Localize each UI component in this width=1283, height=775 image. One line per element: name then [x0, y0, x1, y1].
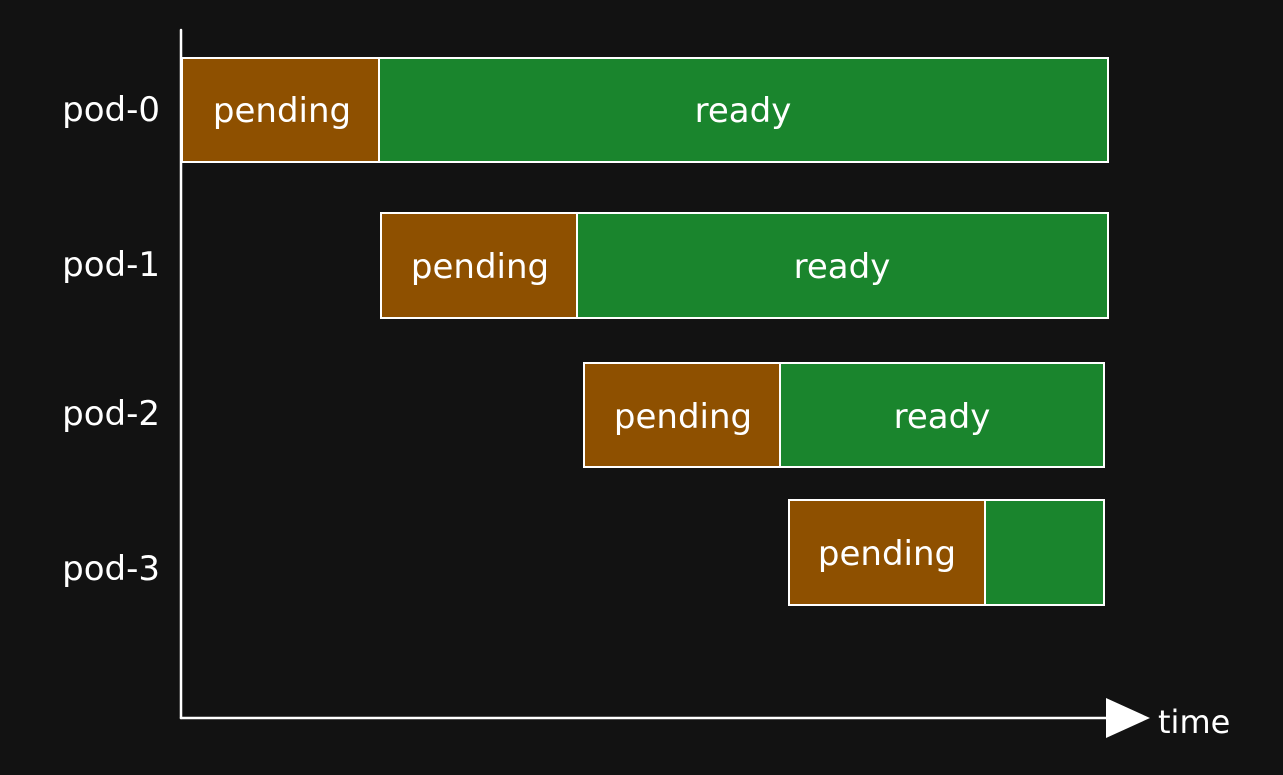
pod-2-pending-label: pending: [614, 397, 752, 437]
pod-2-ready-segment: [779, 362, 1105, 468]
pod-0-ready-segment: [378, 57, 1109, 163]
pod-3-pending-segment: [788, 499, 986, 606]
pod-3-pending-label: pending: [818, 534, 956, 574]
row-label-pod-1: pod-1: [62, 245, 160, 285]
row-label-pod-0: pod-0: [62, 90, 160, 130]
pod-1-pending-label: pending: [411, 247, 549, 287]
row-label-pod-2: pod-2: [62, 394, 160, 434]
pod-2-ready-label: ready: [894, 397, 991, 437]
pod-1-ready-label: ready: [794, 247, 891, 287]
pod-0-ready-label: ready: [695, 91, 792, 131]
x-axis-arrowhead: [1106, 698, 1150, 738]
pod-3-bar: pending: [788, 499, 1105, 606]
pod-2-bar: pending ready: [583, 362, 1105, 468]
row-label-pod-3: pod-3: [62, 549, 160, 589]
pod-1-pending-segment: [380, 212, 578, 319]
pod-3-ready-segment: [984, 499, 1105, 606]
pod-1-ready-segment: [576, 212, 1109, 319]
pod-0-bar: pending ready: [181, 57, 1109, 163]
x-axis-label: time: [1158, 703, 1230, 741]
pod-1-bar: pending ready: [380, 212, 1109, 319]
pod-0-pending-segment: [181, 57, 380, 163]
pod-0-pending-label: pending: [213, 91, 351, 131]
